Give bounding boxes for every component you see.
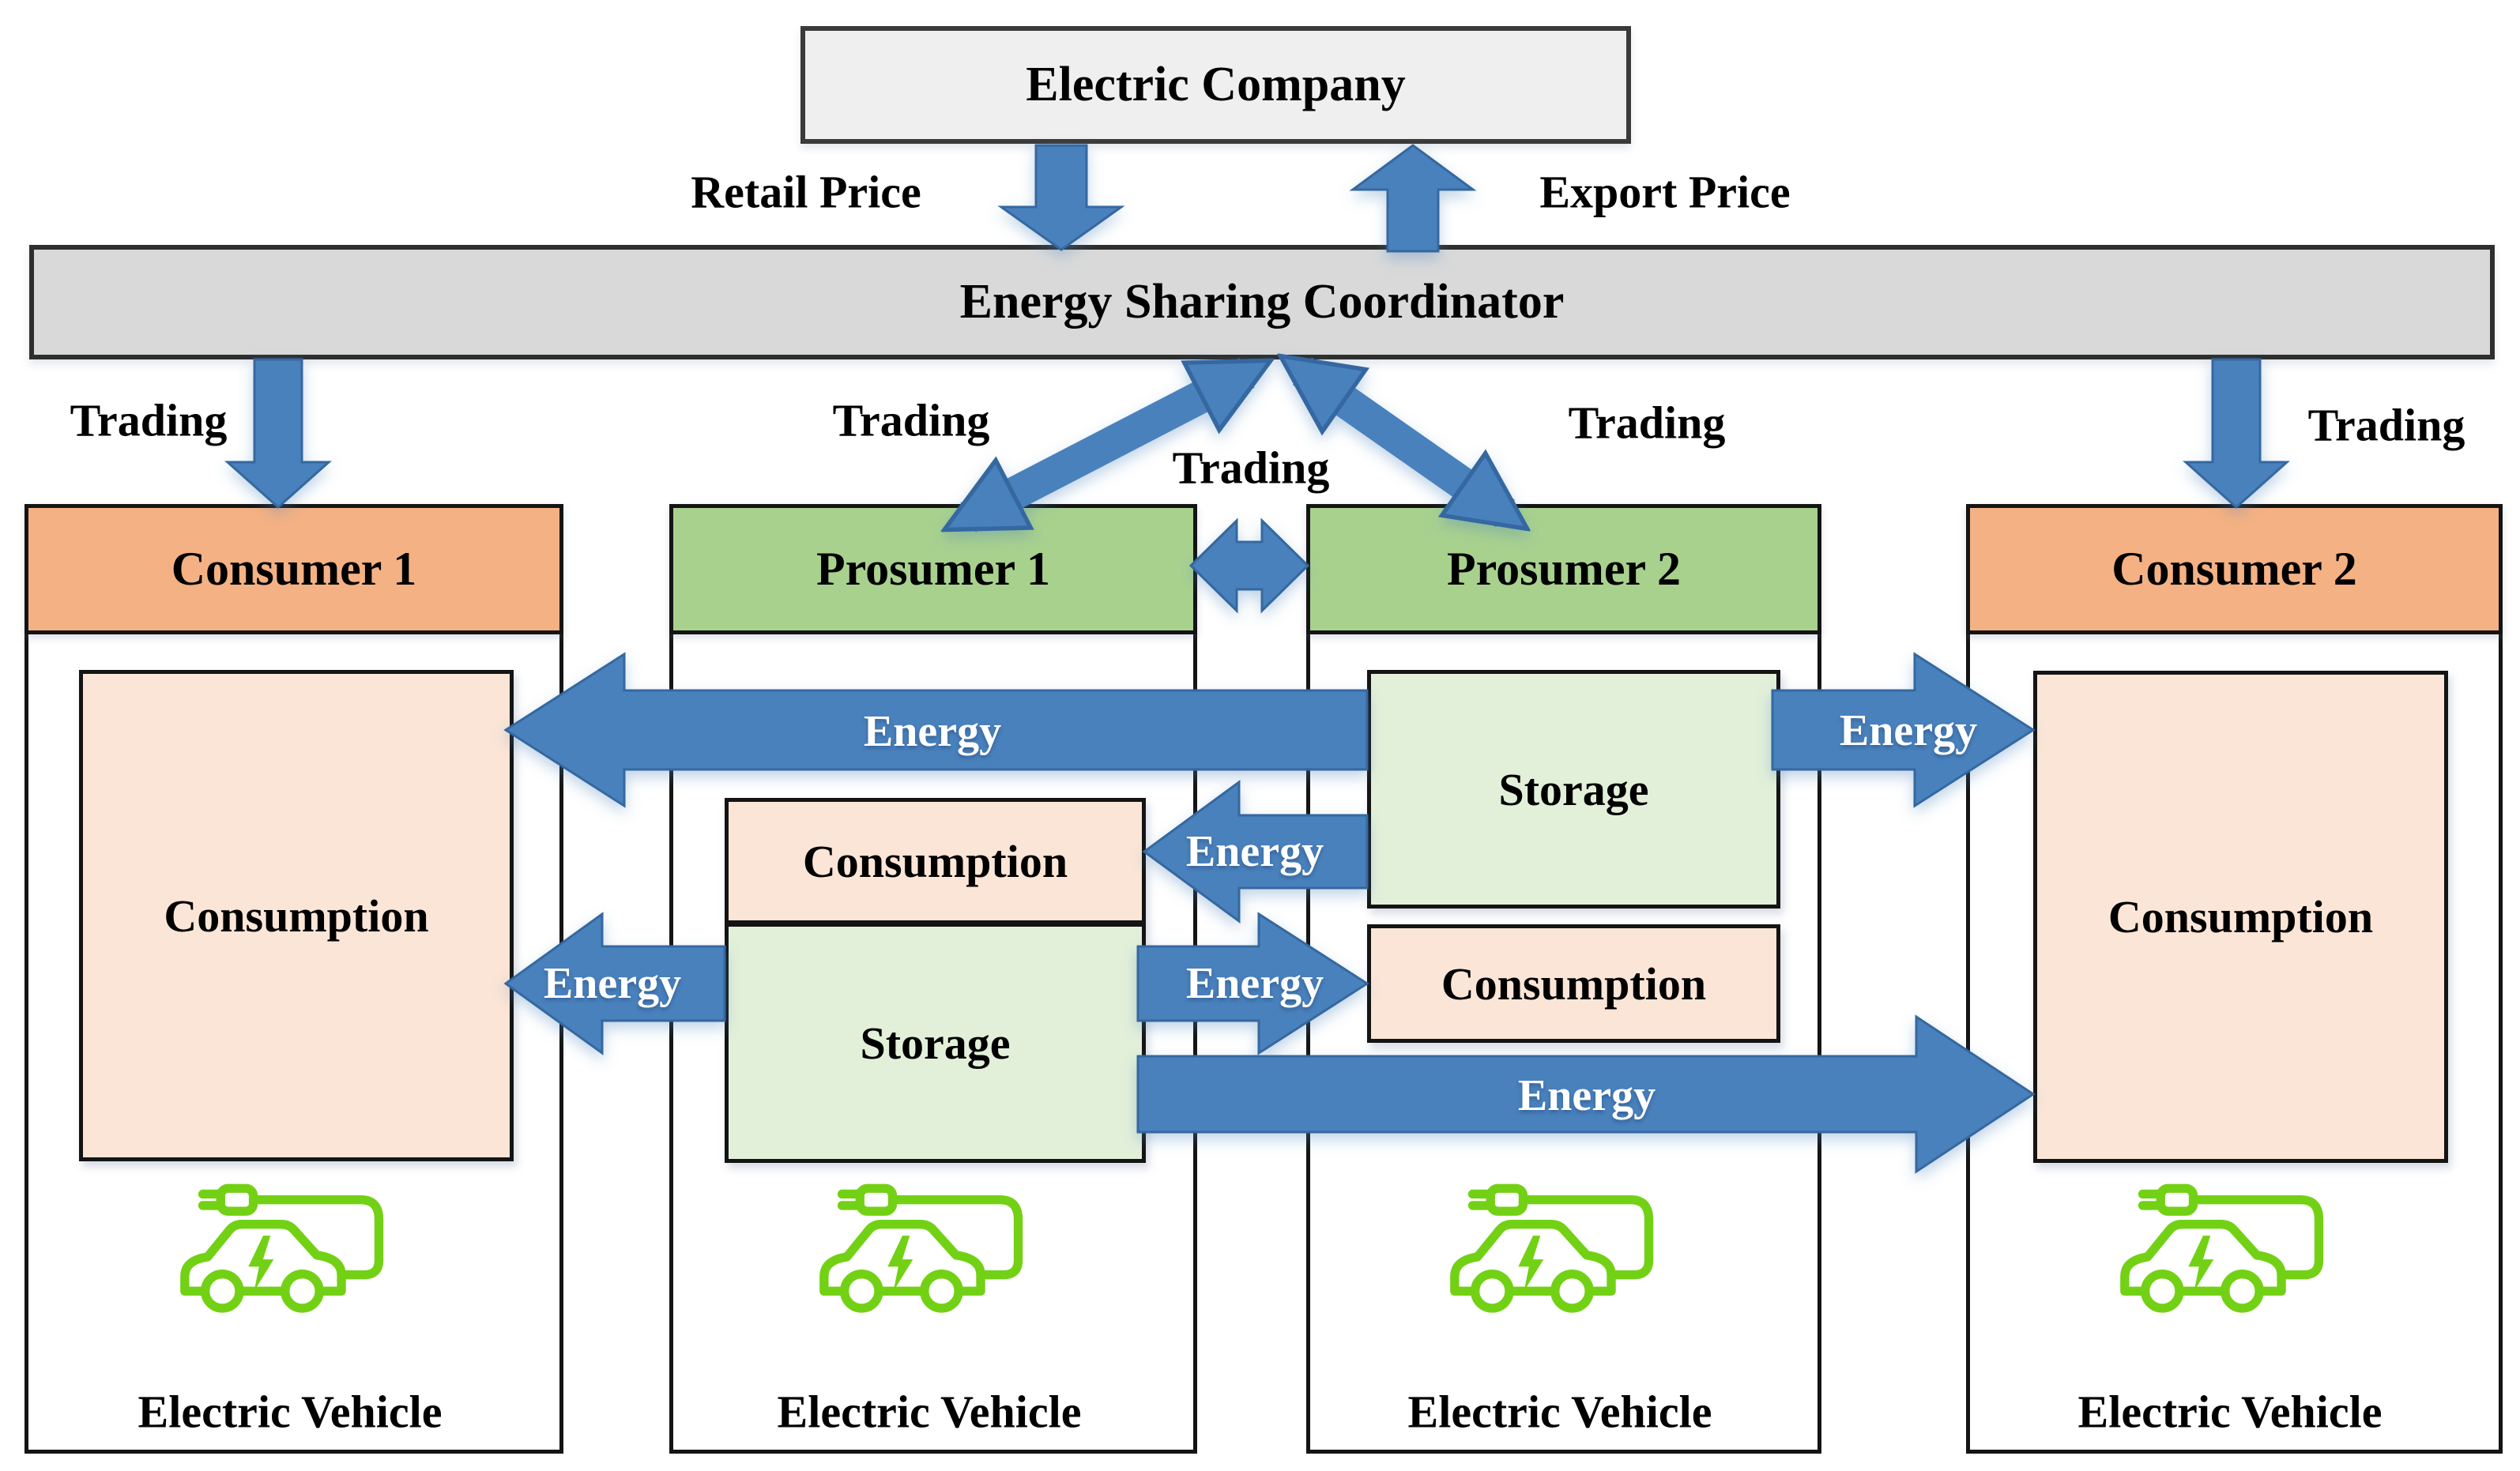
consumer-2-title: Consumer 2 (2111, 543, 2357, 595)
prosumer-2-storage-label: Storage (1498, 763, 1649, 815)
ev-label-prosumer2: Electric Vehicle (1407, 1386, 1712, 1438)
prosumer-2-title: Prosumer 2 (1446, 543, 1682, 595)
lightning-bolt-icon (2188, 1236, 2214, 1292)
charging-cable (887, 1195, 1023, 1280)
trading-label-prosumer2: Trading (1568, 397, 1726, 449)
prosumer-2-consumption-label: Consumption (1441, 957, 1707, 1010)
ev-label-consumer2: Electric Vehicle (2077, 1386, 2383, 1438)
prosumer-2-header: Prosumer 2 (1306, 504, 1821, 634)
consumer-1-header: Consumer 1 (24, 504, 563, 634)
energy-label-p2s-c1: Energy (863, 707, 1002, 756)
prosumer-1-header: Prosumer 1 (669, 504, 1197, 634)
trading-arrow-prosumer-2 (1302, 371, 1505, 514)
plug-icon (855, 1183, 898, 1216)
energy-label-p2s-c2: Energy (1839, 706, 1978, 755)
consumer-1-consumption-box: Consumption (79, 670, 514, 1161)
car-wheel (2221, 1269, 2264, 1313)
plug-prongs (2138, 1189, 2165, 1210)
electric-vehicle-icon (1450, 1183, 1654, 1313)
prosumer-1-storage-label: Storage (860, 1017, 1011, 1069)
plug-prongs (837, 1189, 864, 1210)
plug-prongs (1467, 1189, 1495, 1210)
electric-company-box: Electric Company (800, 26, 1631, 144)
electric-company-title: Electric Company (1026, 58, 1406, 111)
plug-icon (2156, 1183, 2198, 1216)
car-wheel (281, 1269, 324, 1313)
trading-arrow-consumer-1 (224, 358, 332, 510)
prosumer-1-consumption-box: Consumption (725, 798, 1146, 924)
trading-arrow-prosumer1-prosumer2 (1188, 517, 1310, 614)
charging-cable (248, 1195, 384, 1280)
prosumer-1-title: Prosumer 1 (816, 543, 1051, 595)
export-price-arrow (1349, 144, 1477, 253)
energy-label-p1s-p2c: Energy (1185, 959, 1324, 1008)
car-wheel (920, 1269, 963, 1313)
charging-cable (1518, 1195, 1654, 1280)
car-body (1450, 1220, 1616, 1296)
lightning-bolt-icon (887, 1236, 913, 1292)
energy-label-p2s-p1c: Energy (1185, 827, 1324, 876)
consumer-1-title: Consumer 1 (171, 543, 417, 595)
trading-label-p1-p2: Trading (1172, 442, 1330, 494)
energy-label-p1s-c1: Energy (543, 959, 682, 1008)
ev-label-consumer1: Electric Vehicle (137, 1386, 443, 1438)
plug-prongs (198, 1189, 225, 1210)
trading-arrow-consumer-2 (2183, 358, 2290, 510)
plug-icon (1486, 1183, 1528, 1216)
coordinator-title: Energy Sharing Coordinator (959, 275, 1565, 329)
car-wheel (200, 1269, 244, 1313)
car-body (180, 1220, 346, 1296)
car-wheel (839, 1269, 883, 1313)
energy-label-p1s-c2: Energy (1517, 1071, 1656, 1120)
consumer-1-consumption-label: Consumption (164, 890, 429, 942)
retail-price-arrow (997, 144, 1125, 251)
consumer-2-consumption-box: Consumption (2033, 671, 2448, 1163)
electric-vehicle-icon (2120, 1183, 2324, 1313)
trading-label-consumer2: Trading (2307, 399, 2465, 451)
consumer-2-consumption-label: Consumption (2108, 891, 2374, 942)
car-wheel (2140, 1269, 2184, 1313)
trading-label-prosumer1: Trading (832, 394, 990, 446)
charging-cable (2188, 1195, 2324, 1280)
prosumer-1-consumption-label: Consumption (802, 835, 1068, 887)
car-wheel (1550, 1269, 1594, 1313)
electric-vehicle-icon (819, 1183, 1023, 1313)
electric-vehicle-icon (180, 1183, 384, 1313)
lightning-bolt-icon (248, 1236, 274, 1292)
car-body (819, 1220, 985, 1296)
retail-price-label: Retail Price (691, 166, 921, 218)
coordinator-bar: Energy Sharing Coordinator (29, 245, 2495, 359)
car-body (2120, 1220, 2286, 1296)
export-price-label: Export Price (1539, 166, 1791, 218)
trading-label-consumer1: Trading (70, 394, 228, 446)
car-wheel (1470, 1269, 1514, 1313)
plug-icon (216, 1183, 258, 1216)
prosumer-1-storage-box: Storage (725, 923, 1146, 1163)
prosumer-2-consumption-box: Consumption (1367, 924, 1780, 1043)
consumer-2-header: Consumer 2 (1966, 504, 2503, 634)
ev-label-prosumer1: Electric Vehicle (777, 1386, 1082, 1438)
lightning-bolt-icon (1518, 1236, 1544, 1292)
prosumer-2-storage-box: Storage (1367, 670, 1780, 909)
